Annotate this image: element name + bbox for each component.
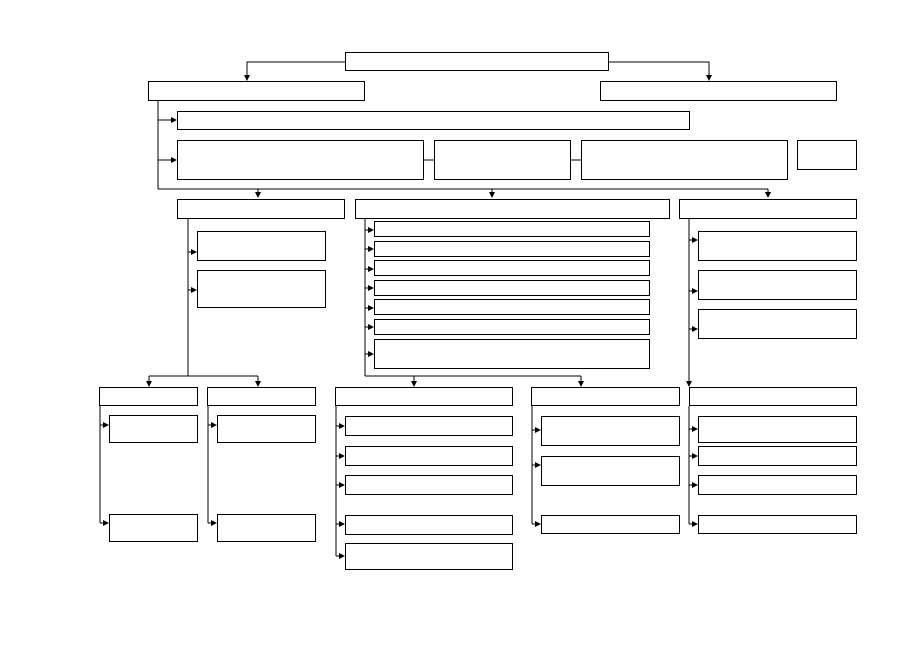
sub-1-item-box [109,514,198,542]
sub-2-item-box [217,415,316,443]
dept-2-item-box [374,319,650,335]
sub-2-item-box [217,514,316,542]
sub-3-item-box [345,416,513,436]
dept-3-box [679,199,857,219]
dept-2-item-box [374,280,650,296]
row-d-box [797,140,857,170]
root-box [345,52,609,71]
dept-1-box [177,199,345,219]
sub-4-item-box [541,456,680,486]
dept-2-item-box [374,221,650,237]
sub-4-item-box [541,416,680,446]
sub-5-item-box [698,515,857,534]
row-a-box [177,140,424,180]
sub-5-box [689,387,857,406]
connector-root-right [609,61,712,81]
dept-3-item-box [698,231,857,261]
dept-2-item-box [374,260,650,276]
dept-2-item-box [374,299,650,315]
left-branch-box [148,81,365,101]
sub-5-item-box [698,475,857,495]
sub-1-item-box [109,415,198,443]
dept-3-item-box [698,270,857,300]
dept-2-box [355,199,670,219]
sub-5-item-box [698,446,857,466]
sub-3-item-box [345,543,513,570]
dept-1-item-box [197,231,326,261]
wide-row-box [177,111,690,130]
dept-3-item-box [698,309,857,339]
dept-2-item-box [374,241,650,257]
sub-4-item-box [541,515,680,534]
sub-3-box [335,387,513,406]
sub-3-item-box [345,446,513,466]
sub-4-box [531,387,680,406]
dept-1-item-box [197,270,326,308]
connector-root-left [244,61,345,81]
row-c-box [581,140,788,180]
right-branch-box [600,81,837,101]
row-b-box [434,140,571,180]
sub-5-item-box [698,416,857,443]
sub-3-item-box [345,515,513,535]
sub-1-box [99,387,198,406]
sub-3-item-box [345,475,513,495]
dept-2-item-box [374,339,650,369]
sub-2-box [207,387,316,406]
